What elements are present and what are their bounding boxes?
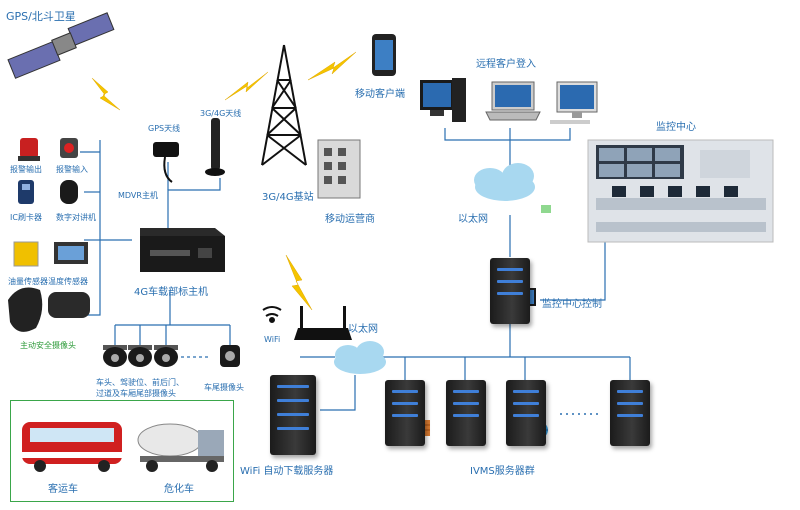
- monitor-icon: [550, 81, 598, 124]
- network-tag-icon: [541, 205, 551, 213]
- cell-tower-icon: [261, 44, 307, 166]
- operator-building-icon: [317, 139, 361, 199]
- temp-sensor-icon: [54, 242, 88, 264]
- mobile-phone-icon: [372, 34, 396, 76]
- active-safety-camera-label: 主动安全摄像头: [20, 341, 76, 350]
- gps-antenna-label: GPS天线: [148, 124, 181, 133]
- tanker-label: 危化车: [164, 484, 194, 495]
- 4g-antenna-icon: [205, 118, 225, 176]
- wifi-router-icon: [294, 306, 352, 340]
- alarm-output-icon: [18, 138, 40, 161]
- oil-temp-sensor-label: 油量传感器温度传感器: [8, 277, 88, 286]
- alarm-output-label: 报警输出: [10, 165, 42, 174]
- gps-antenna-icon: [153, 142, 179, 183]
- mdvr-host-icon: [140, 228, 225, 272]
- signal-bolt-mobile: [307, 51, 357, 81]
- wifi-symbol-icon: [262, 306, 282, 323]
- cameras-desc-line2: 过道及车厢尾部摄像头: [96, 389, 176, 398]
- ivms-server: [385, 380, 425, 446]
- intercom-icon: [60, 180, 78, 204]
- mobile-client-label: 移动客户端: [355, 89, 405, 100]
- ic-card-reader-label: IC刷卡器: [10, 213, 42, 222]
- ivms-server: [506, 380, 546, 446]
- bus-icon: [22, 422, 122, 472]
- ethernet-bottom-label: 以太网: [348, 324, 378, 335]
- 4g-antenna-label: 3G/4G天线: [200, 109, 242, 118]
- ic-card-reader-icon: [18, 180, 34, 204]
- oil-sensor-icon: [13, 241, 39, 267]
- ethernet-top-label: 以太网: [458, 214, 488, 225]
- cloud-icon-top: [474, 163, 535, 201]
- tanker-truck-icon: [137, 423, 224, 472]
- signal-bolt-sat: [91, 77, 121, 111]
- base-station-label: 3G/4G基站: [262, 192, 314, 203]
- rear-camera-label: 车尾摄像头: [204, 383, 244, 392]
- monitoring-center-photo: [587, 139, 774, 243]
- ivms-server: [446, 380, 486, 446]
- vehicle-host-label: 4G车载部标主机: [134, 287, 209, 298]
- satellite-icon: [7, 12, 115, 79]
- gps-satellite-label: GPS/北斗卫星: [6, 10, 76, 23]
- rear-camera-icon: [220, 345, 240, 367]
- wifi-download-server-label: WiFi 自动下载服务器: [240, 466, 334, 477]
- vehicle-group-box: [10, 400, 234, 502]
- mobile-operator-label: 移动运营商: [325, 214, 375, 225]
- ivms-server-group-label: IVMS服务器群: [470, 466, 535, 477]
- monitoring-center-label: 监控中心: [656, 122, 696, 133]
- laptop-icon: [485, 81, 541, 121]
- ivms-server: [610, 380, 650, 446]
- wifi-label: WiFi: [264, 335, 281, 344]
- dome-camera-icon: [128, 345, 152, 367]
- alarm-input-label: 报警输入: [56, 165, 88, 174]
- signal-bolt-wifi: [285, 254, 313, 311]
- digital-intercom-label: 数字对讲机: [56, 213, 96, 222]
- desktop-computer-icon: [420, 78, 466, 122]
- dome-camera-icon: [154, 345, 178, 367]
- alarm-input-icon: [60, 138, 78, 158]
- dome-camera-icon: [103, 345, 127, 367]
- monitoring-control-server: [490, 258, 530, 324]
- wifi-download-server: [270, 375, 316, 455]
- mdvr-host-label: MDVR主机: [118, 191, 158, 200]
- remote-login-label: 远程客户登入: [476, 59, 536, 70]
- cloud-icon-bottom: [334, 341, 386, 374]
- bus-label: 客运车: [48, 484, 78, 495]
- signal-bolt-antenna: [224, 71, 269, 101]
- cameras-desc-line1: 车头、驾驶位、前后门、: [96, 378, 184, 387]
- monitoring-control-label: 监控中心控制: [542, 299, 602, 310]
- safety-camera-icon: [8, 287, 90, 332]
